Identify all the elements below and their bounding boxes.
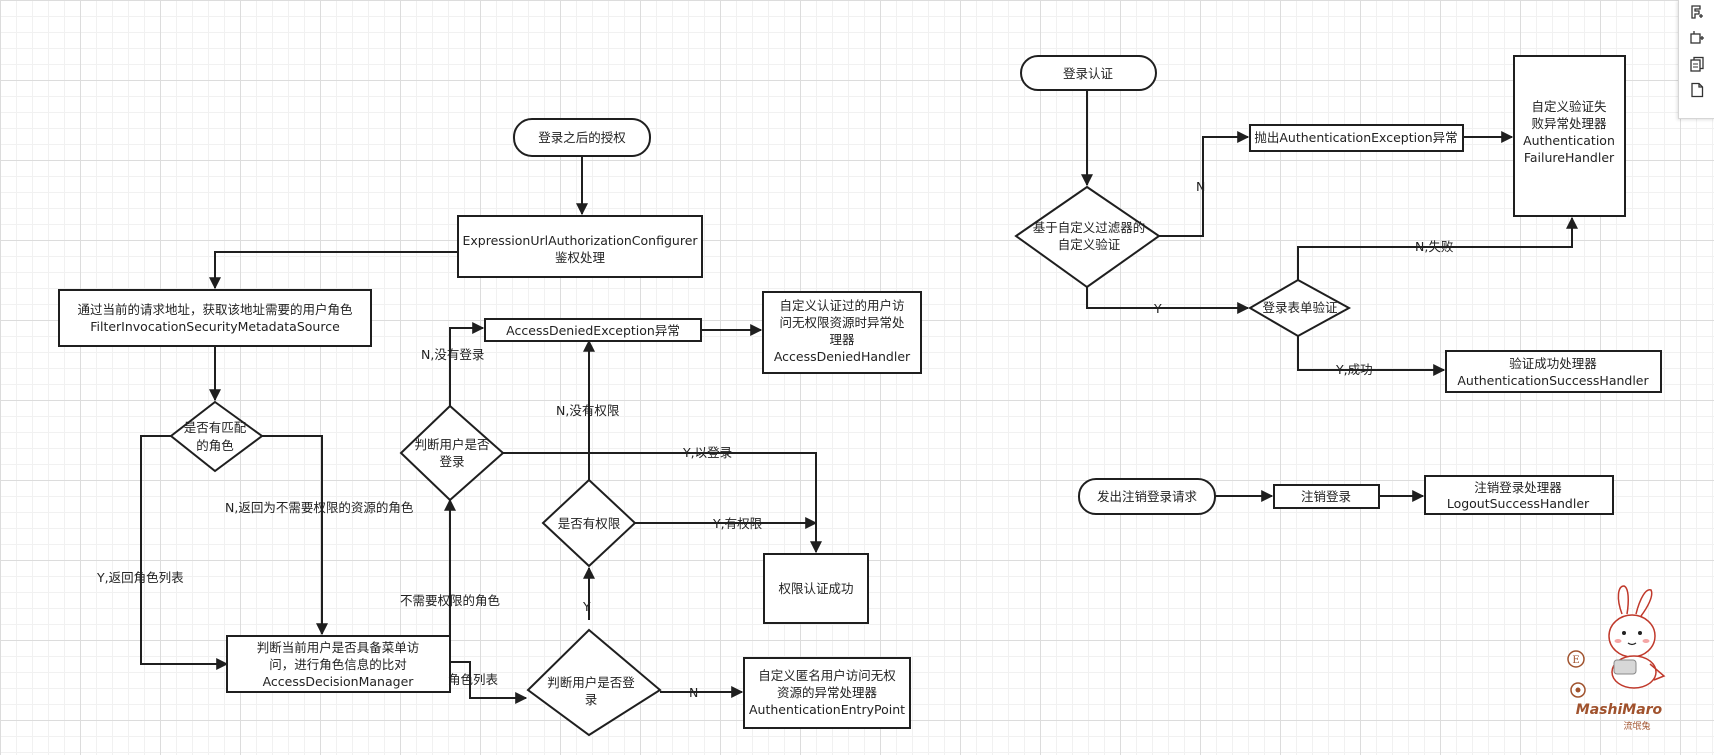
watermark-subtitle: 流氓兔: [1623, 720, 1650, 732]
node-access-denied-exception: AccessDeniedException异常: [484, 318, 702, 342]
node-text: 理器: [829, 332, 855, 347]
edge-filter-n-to-throw: [1159, 131, 1250, 237]
edge-label-return-roles: Y,返回角色列表: [96, 570, 184, 585]
node-text: 的角色: [196, 438, 234, 453]
node-text: ExpressionUrlAuthorizationConfigurer: [462, 233, 698, 248]
node-text: FailureHandler: [1524, 150, 1615, 165]
node-logout-request: 发出注销登录请求: [1078, 478, 1216, 515]
node-custom-filter: 基于自定义过滤器的 自定义验证: [1014, 185, 1161, 289]
node-text: AuthenticationSuccessHandler: [1457, 373, 1649, 388]
node-metadata-source: 通过当前的请求地址，获取该地址需要的用户角色 FilterInvocationS…: [58, 289, 372, 347]
layout-icon[interactable]: [1689, 30, 1705, 48]
edge-match-n-to-decision: [262, 435, 328, 636]
node-text: 是否有匹配: [184, 420, 247, 435]
copy-page-icon[interactable]: [1689, 56, 1705, 74]
node-text: 自定义验证失: [1531, 99, 1607, 114]
node-failure-handler: 自定义验证失 败异常处理器 Authentication FailureHand…: [1513, 55, 1626, 217]
node-text: 抛出AuthenticationException异常: [1254, 130, 1457, 145]
node-text: 败异常处理器: [1531, 116, 1607, 131]
node-text: 判断当前用户是否具备菜单访: [257, 640, 420, 655]
node-text: 发出注销登录请求: [1097, 489, 1198, 504]
edge-label-auth-y: Y: [1153, 301, 1162, 316]
edge-login1-n-to-exc: [449, 322, 485, 406]
edge-labels: N,没有登录 N,没有权限 Y,以登录 Y,有权限 N,返回为不需要权限的资源的…: [96, 179, 1454, 700]
node-text: 自定义认证过的用户访: [779, 298, 904, 313]
node-text: 注销登录: [1301, 489, 1351, 504]
edge-label-no-perm-role: 不需要权限的角色: [400, 593, 501, 608]
node-text: 判断用户是否: [414, 437, 489, 452]
node-text: 验证成功处理器: [1509, 356, 1597, 371]
edge-label-success: Y,成功: [1335, 362, 1373, 377]
edge-label-logged-in: Y,以登录: [682, 445, 732, 460]
node-text: 登录表单验证: [1262, 300, 1338, 315]
node-login-after-auth: 登录之后的授权: [513, 118, 651, 157]
node-authentication-entry-point: 自定义匿名用户访问无权 资源的异常处理器 AuthenticationEntry…: [743, 657, 911, 729]
node-text: 自定义验证: [1058, 237, 1121, 252]
node-form-validate: 登录表单验证: [1248, 278, 1352, 338]
node-logout: 注销登录: [1273, 484, 1380, 509]
node-text: 录: [585, 692, 598, 707]
edge-label-no-perm-resource: N,返回为不需要权限的资源的角色: [225, 500, 414, 515]
node-text: 权限认证成功: [778, 581, 853, 596]
edge-label-n: N: [689, 685, 698, 700]
node-text: 鉴权处理: [555, 250, 606, 265]
edge-match-y-to-decision: [140, 435, 229, 670]
mashimaro-watermark: E MashiMaro 流氓兔: [1567, 585, 1666, 732]
node-is-logged-in-lower: 判断用户是否登 录: [526, 628, 662, 737]
edge-filter-y-to-form: [1086, 287, 1250, 314]
node-logout-success-handler: 注销登录处理器 LogoutSuccessHandler: [1424, 475, 1614, 515]
node-text: AuthenticationEntryPoint: [749, 702, 905, 717]
node-text: 基于自定义过滤器的: [1033, 220, 1146, 235]
node-text: 问，进行角色信息的比对: [269, 657, 407, 672]
format-icon[interactable]: [1689, 4, 1705, 22]
node-text: AccessDeniedHandler: [774, 349, 911, 364]
node-expression-url-configurer: ExpressionUrlAuthorizationConfigurer 鉴权处…: [457, 215, 703, 278]
edge-label-has-permission: Y,有权限: [712, 516, 763, 531]
edge-label-role-list: 角色列表: [448, 672, 499, 687]
node-text: FilterInvocationSecurityMetadataSource: [90, 319, 340, 334]
blank-page-icon[interactable]: [1689, 82, 1705, 100]
node-text: AccessDeniedException异常: [506, 323, 680, 338]
edge-label-no-permission: N,没有权限: [556, 403, 620, 418]
edge-config-to-roles: [209, 251, 458, 290]
node-text: 登录认证: [1063, 66, 1114, 81]
edge-login1-y-to-success: [503, 452, 822, 554]
node-text: 注销登录处理器: [1474, 480, 1562, 495]
edge-form-y-to-success: [1297, 336, 1446, 376]
node-text: AccessDecisionManager: [263, 674, 415, 689]
node-text: 登录: [439, 454, 464, 469]
node-text: Authentication: [1523, 133, 1615, 148]
node-access-denied-handler: 自定义认证过的用户访 问无权限资源时异常处 理器 AccessDeniedHan…: [762, 291, 922, 374]
node-access-decision-manager: 判断当前用户是否具备菜单访 问，进行角色信息的比对 AccessDecision…: [226, 635, 451, 693]
node-text: 自定义匿名用户访问无权: [758, 668, 896, 683]
edge-form-n-to-failure: [1297, 216, 1578, 280]
side-toolbar: [1678, 0, 1714, 119]
edge-label-fail: N,失败: [1415, 239, 1454, 254]
node-text: 是否有权限: [558, 516, 621, 531]
node-login-auth: 登录认证: [1020, 55, 1157, 91]
node-text: 问无权限资源时异常处: [779, 315, 905, 330]
node-has-permission: 是否有权限: [541, 478, 637, 568]
node-text: 登录之后的授权: [538, 130, 626, 145]
node-text: 判断用户是否登: [547, 675, 635, 690]
edge-label-y: Y: [582, 599, 591, 614]
node-is-logged-in-upper: 判断用户是否 登录: [399, 404, 505, 502]
node-text: 通过当前的请求地址，获取该地址需要的用户角色: [77, 302, 353, 317]
svg-text:E: E: [1572, 655, 1579, 666]
node-text: LogoutSuccessHandler: [1447, 496, 1590, 511]
edge-label-no-login: N,没有登录: [421, 347, 484, 362]
node-throw-auth-exception: 抛出AuthenticationException异常: [1249, 124, 1464, 152]
edges-authentication: [1081, 90, 1578, 502]
node-auth-success: 权限认证成功: [763, 553, 869, 624]
edge-decision-to-login2: [450, 661, 528, 704]
node-success-handler: 验证成功处理器 AuthenticationSuccessHandler: [1445, 350, 1662, 393]
node-text: 资源的异常处理器: [777, 685, 878, 700]
watermark-brand: MashiMaro: [1576, 702, 1663, 718]
edge-label-auth-n: N: [1196, 179, 1205, 194]
node-has-matching-role: 是否有匹配 的角色: [169, 400, 264, 473]
